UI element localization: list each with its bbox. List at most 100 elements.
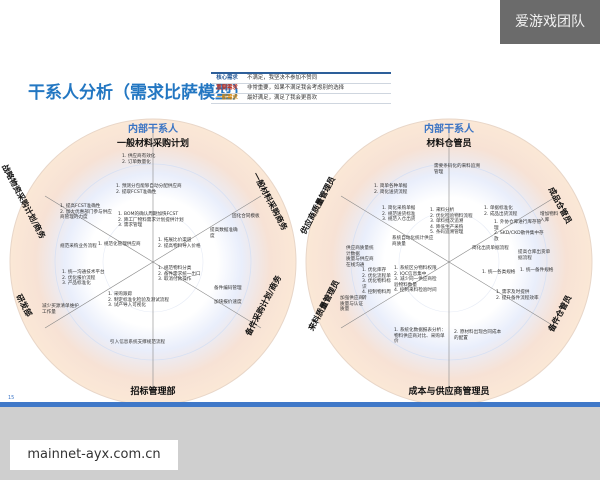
right-notes-far-left: 加强供应商质量与认证质量	[340, 296, 364, 313]
note: 3. 优化物料标识	[362, 279, 391, 290]
note: 1. 供应商有效化	[122, 154, 156, 159]
note: 4. 控制来料检验时间	[394, 288, 437, 294]
note: 2. 提升备件流程效率	[496, 295, 539, 301]
note: 2. 优化流程单	[362, 273, 391, 279]
left-notes-bottom: 引入信息系统支撑规范流程	[110, 340, 220, 346]
note: 提高仓库出货单据流程	[518, 250, 551, 261]
left-notes-right-inner: 提高数据准确度	[210, 228, 238, 239]
left-notes-top: 1. 供应商有效化 2. 订单数量化	[122, 154, 182, 165]
note: 1. 简单各种单据	[374, 184, 408, 189]
legend-table: 核心需求 不满足，我坚决不参加不赞同 重要需求 非常重要，如果不满足我会考虑别的…	[211, 72, 391, 104]
left-bottom: 招标管理部	[130, 387, 176, 397]
note: 2. 提高物料导入价格	[158, 243, 201, 249]
right-subtitle: 材料仓管员	[426, 139, 472, 149]
note: 2. 优化报价流程	[62, 275, 96, 281]
note: 引入信息系统支撑规范流程	[110, 340, 166, 345]
legend-tag: 重要需求	[216, 85, 238, 91]
note: 需要条码化的来料追溯管理	[434, 164, 480, 175]
right-notes-left: 供应商质量统计数据 质量与供应商在线沟通	[346, 246, 376, 268]
right-header: 内部干系人	[424, 124, 474, 135]
source-url-badge: mainnet-ayx.com.cn	[10, 440, 178, 470]
note: 提高数据准确度	[210, 228, 238, 239]
note: 1. 系统化数据报表分析：物料供应商对比、采购单价	[394, 328, 446, 345]
note: 5. 条码追溯管理	[430, 230, 464, 236]
right-notes-lower-right-bottom: 1. 需求及时提供 2. 提升备件流程效率	[496, 290, 542, 301]
note: 2. 原材料出现合同成本的配置	[454, 330, 502, 341]
right-notes-lower-left: 1. 优化库存 2. 优化流程单 3. 优化物料标识 4. 控制物料周转	[362, 268, 392, 302]
note: 加强供应商质量与认证质量	[340, 296, 363, 313]
right-bottom: 成本与供应商管理员	[408, 387, 490, 397]
note: 1. 系统区分物料权限	[394, 266, 437, 271]
left-notes-lower-right: 1. 规范物料分类 2. 备件需求统一出口 3. 取消付款操作	[158, 266, 214, 283]
right-notes-center-right: 简化出货单据流程	[472, 246, 512, 252]
right-notes-bottom-right: 2. 原材料出现合同成本的配置	[454, 330, 504, 341]
note: 固化合同模板	[232, 214, 260, 219]
left-notes-lower-left: 1. 统一沟通技术平台 2. 优化报价流程 3. 产品标准化	[62, 270, 114, 287]
right-notes-top: 需要条码化的来料追溯管理	[434, 164, 482, 175]
note: 加快报价速度	[214, 299, 242, 305]
note: 2. 降工厂物料需求计划提供计划	[118, 217, 184, 223]
right-notes-lower-right-inner: 1. 统一各类规格	[482, 270, 522, 276]
legend-row: 重要需求 非常重要，如果不满足我会考虑别的选择	[211, 84, 391, 94]
note: 4. 降低生产采购	[430, 224, 464, 230]
note: 1. 规范物料分类	[158, 266, 192, 271]
note: 2. 简化送货流程	[374, 189, 408, 195]
note: 4. 控制物料周转	[362, 290, 391, 301]
note: 1. 需求及时提供	[496, 290, 530, 295]
right-notes-right-top: 1. 外协仓库进行库存管理 2. SKD/CKD散件集中存放	[494, 220, 544, 242]
left-notes-bottom-center: 1. 采购跟踪 2. 制定标准化检验及测试流程 3. 试产导入可视化	[108, 292, 174, 309]
note: 3. 减少同一供应商检验物料数量	[394, 277, 437, 288]
page-number: 15	[8, 395, 15, 401]
right-notes-bottom-left: 1. 系统化数据报表分析：物料供应商对比、采购单价	[394, 328, 448, 345]
note: 3. 取消付款操作	[158, 277, 192, 283]
note: 供应商质量统计数据	[346, 246, 374, 257]
right-notes-center-left: 系统自动化统计供应商质量	[392, 236, 436, 247]
left-notes-center-left: 1. 规范化管理供应商	[98, 242, 148, 248]
left-notes-upper-left: 1. 提高FCST准确性 2. 加大优惠部门参与供应商管理的力度	[60, 204, 112, 221]
left-subtitle: 一般材料采购计划	[116, 139, 190, 149]
right-notes-far-right: 增加物料入库	[540, 212, 560, 223]
note: 3. 试产导入可视化	[108, 303, 147, 309]
legend-text: 不满足，我坚决不参加不赞同	[247, 75, 318, 81]
note: 1. BOM的确认周期加快FCST	[118, 212, 179, 217]
note: 1. 外协仓库进行库存管理	[494, 220, 542, 231]
legend-text: 非常重要，如果不满足我会考虑别的选择	[247, 85, 345, 91]
left-notes-left: 规范采购业务流程	[60, 244, 98, 250]
legend-row: 核心需求 不满足，我坚决不参加不赞同	[211, 72, 391, 84]
note: 2. 优化检验物料流程	[430, 213, 473, 219]
legend-row: 一般需求 最好满足，满足了我会更喜欢	[211, 94, 391, 104]
watermark-badge: 爱游戏团队	[500, 0, 600, 44]
note: 1. 预测分包能够自动分配供应商	[116, 184, 182, 189]
note: 2. 备件需求统一出口	[158, 271, 201, 277]
legend-tag: 一般需求	[216, 95, 238, 101]
note: 1. 规范化管理供应商	[98, 242, 141, 247]
note: 1. 提高FCST准确性	[60, 204, 101, 209]
note: 1. 统一各类规格	[482, 270, 516, 275]
note: 3. 需求管理	[118, 223, 143, 229]
note: 减少买源清单维护工作量	[42, 304, 79, 315]
right-pizza	[305, 118, 593, 406]
right-notes-upper-inner: 1. 简化采购单据 2. 规范送货标准 3. 规范入仓出货	[382, 206, 428, 223]
left-notes-right-lower: 备件编码管理 加快报价速度	[214, 286, 248, 305]
right-notes-lower-right: 1. 统一备件规格	[520, 268, 554, 274]
note: 简化出货单据流程	[472, 246, 509, 251]
note: 备件编码管理	[214, 286, 242, 291]
note: 系统自动化统计供应商质量	[392, 236, 434, 247]
note: 2. SKD/CKD散件集中存放	[494, 231, 544, 242]
right-notes-center-top: 1. 来料分析 2. 优化检验物料流程 3. 单料批次追溯 4. 降低生产采购 …	[430, 208, 480, 236]
left-notes-far-left: 减少买源清单维护工作量	[42, 304, 82, 315]
note: 2. 成品出货流程	[484, 211, 518, 217]
left-notes-center-top: 1. BOM的确认周期加快FCST 2. 降工厂物料需求计划提供计划 3. 需求…	[118, 212, 186, 229]
note: 1. 来料分析	[430, 208, 455, 213]
note: 2. IQC信息集中	[394, 271, 427, 277]
note: 1. 统一沟通技术平台	[62, 270, 105, 275]
right-notes-right: 提高仓库出货单据流程	[518, 250, 552, 261]
note: 2. 提取FCST准确性	[116, 189, 157, 195]
note: 1. 统一备件规格	[520, 268, 554, 273]
note: 2. 加大优惠部门参与供应商管理的力度	[60, 209, 112, 221]
note: 1. 优化库存	[362, 268, 387, 273]
note: 2. 制定标准化检验及测试流程	[108, 297, 169, 303]
left-notes-right: 固化合同模板	[232, 214, 264, 220]
note: 1. 简化采购单据	[382, 206, 416, 211]
note: 1. 拓展比价渠道	[158, 238, 192, 243]
